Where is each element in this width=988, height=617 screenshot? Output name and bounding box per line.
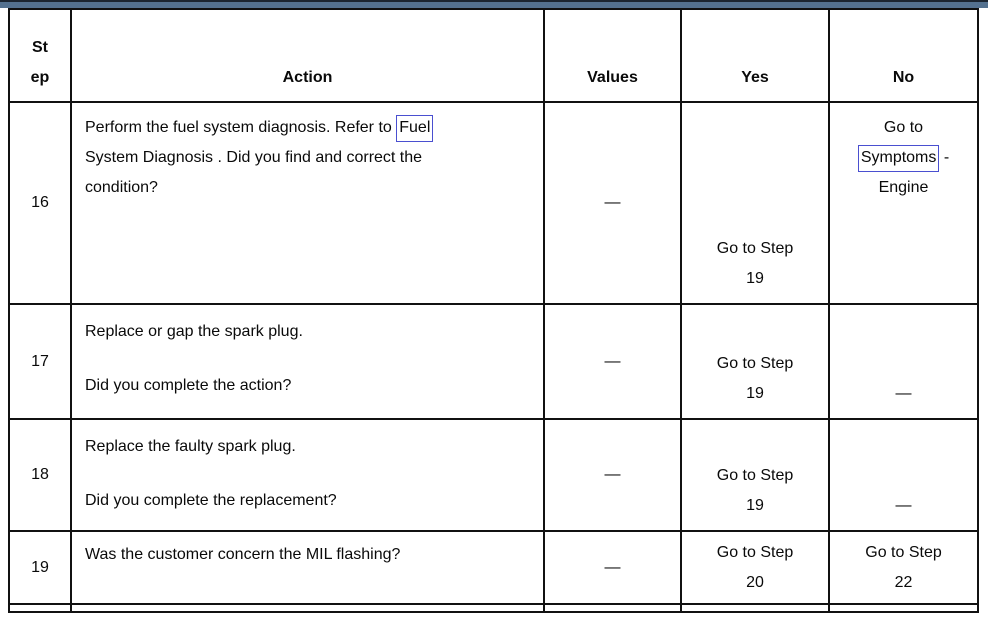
goto-text: Engine xyxy=(878,179,929,196)
step-number xyxy=(8,603,72,613)
goto-step-number: 19 xyxy=(746,385,764,402)
partial-next-row xyxy=(8,603,979,613)
yes-cell: Go to Step 19 xyxy=(680,303,830,420)
window-top-bar xyxy=(0,0,988,8)
no-cell: Go to Symptoms - Engine xyxy=(828,101,979,305)
action-line-spacer xyxy=(85,347,529,371)
goto-text: Go to Step xyxy=(716,355,794,372)
no-cell xyxy=(828,603,979,613)
no-cell: — xyxy=(828,418,979,532)
action-cell: Replace the faulty spark plug. Did you c… xyxy=(70,418,545,532)
action-line-spacer xyxy=(85,462,529,486)
action-line: Did you complete the replacement? xyxy=(85,492,337,509)
header-step-line1: St xyxy=(32,39,48,56)
goto-step-number: 19 xyxy=(746,270,764,287)
table-row-step-18: 18 Replace the faulty spark plug. Did yo… xyxy=(8,418,979,532)
action-line: Replace the faulty spark plug. xyxy=(85,438,296,455)
goto-text: Go to Step xyxy=(716,467,794,484)
header-step-line2: ep xyxy=(30,69,50,86)
goto-step-number: 19 xyxy=(746,497,764,514)
no-cell: Go to Step 22 xyxy=(828,530,979,605)
goto-step-number: 20 xyxy=(746,573,764,591)
step-number: 18 xyxy=(8,418,72,532)
action-cell: Replace or gap the spark plug. Did you c… xyxy=(70,303,545,420)
action-line: Was the customer concern the MIL flashin… xyxy=(85,546,401,563)
values-cell: — xyxy=(543,418,682,532)
header-yes: Yes xyxy=(680,8,830,103)
action-line: System Diagnosis . Did you find and corr… xyxy=(85,149,423,166)
yes-cell: Go to Step 19 xyxy=(680,418,830,532)
table-row-step-16: 16 Perform the fuel system diagnosis. Re… xyxy=(8,101,979,305)
header-step: St ep xyxy=(8,8,72,103)
yes-cell xyxy=(680,603,830,613)
fuel-system-diagnosis-link[interactable]: Fuel xyxy=(396,115,434,142)
goto-link-line: Symptoms - xyxy=(831,143,976,173)
step-number: 17 xyxy=(8,303,72,420)
diagnostic-table: St ep Action Values Yes No 16 Perform th… xyxy=(8,8,979,613)
action-line: Perform the fuel system diagnosis. Refer… xyxy=(85,113,529,143)
header-row: St ep Action Values Yes No xyxy=(8,8,979,103)
values-cell: — xyxy=(543,101,682,305)
table-row-step-17: 17 Replace or gap the spark plug. Did yo… xyxy=(8,303,979,420)
values-cell: — xyxy=(543,530,682,605)
goto-text: Go to Step xyxy=(716,240,794,257)
goto-text: Go to Step xyxy=(716,543,794,561)
goto-text: Go to xyxy=(883,119,924,136)
yes-cell: Go to Step 19 xyxy=(680,101,830,305)
header-values: Values xyxy=(543,8,682,103)
values-cell: — xyxy=(543,303,682,420)
action-text: Perform the fuel system diagnosis. Refer… xyxy=(85,119,397,136)
table-row-step-19: 19 Was the customer concern the MIL flas… xyxy=(8,530,979,605)
goto-text: - xyxy=(939,149,950,166)
action-line: condition? xyxy=(85,179,158,196)
action-line: Replace or gap the spark plug. xyxy=(85,323,303,340)
step-number: 19 xyxy=(8,530,72,605)
no-cell: — xyxy=(828,303,979,420)
header-action: Action xyxy=(70,8,545,103)
goto-step-number: 22 xyxy=(894,573,913,591)
step-number: 16 xyxy=(8,101,72,305)
goto-text: Go to Step xyxy=(865,543,942,561)
yes-cell: Go to Step 20 xyxy=(680,530,830,605)
action-line: Did you complete the action? xyxy=(85,377,292,394)
action-cell: Perform the fuel system diagnosis. Refer… xyxy=(70,101,545,305)
header-no: No xyxy=(828,8,979,103)
action-cell xyxy=(70,603,545,613)
symptoms-engine-link[interactable]: Symptoms xyxy=(857,145,940,172)
action-cell: Was the customer concern the MIL flashin… xyxy=(70,530,545,605)
values-cell xyxy=(543,603,682,613)
